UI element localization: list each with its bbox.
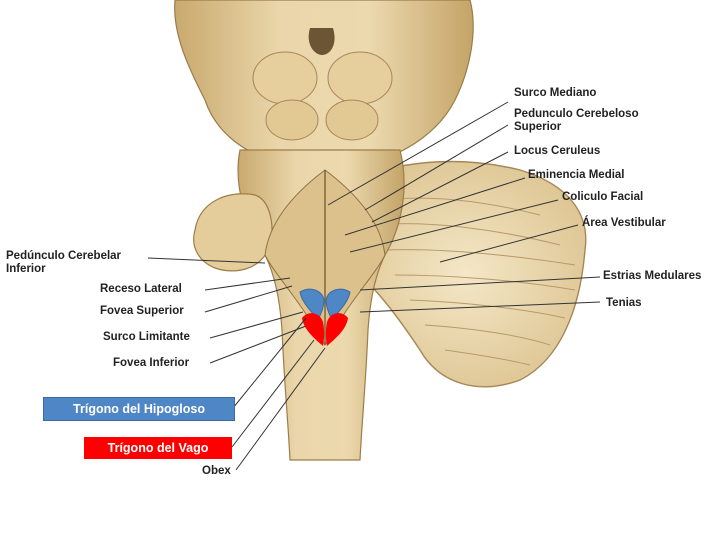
midbrain <box>174 0 474 161</box>
label-receso-lateral: Receso Lateral <box>100 283 182 295</box>
label-estrias-medulares: Estrias Medulares <box>603 270 702 282</box>
label-surco-limitante: Surco Limitante <box>103 331 190 343</box>
vagal-trigone-shape <box>302 313 348 346</box>
colliculus-left-lower <box>265 99 319 141</box>
inferior-peduncle <box>193 193 273 272</box>
label-pedunculo-inferior-line1: Pedúnculo Cerebelar <box>6 250 122 262</box>
hypoglossal-trigone-shape <box>299 288 351 321</box>
label-pedunculo-superior-line1: Pedunculo Cerebeloso <box>514 108 639 120</box>
label-surco-mediano: Surco Mediano <box>514 87 597 99</box>
hypoglossal-trigone-label: Trígono del Hipogloso <box>43 397 235 421</box>
label-eminencia-medial: Eminencia Medial <box>528 169 625 181</box>
colliculus-left <box>252 51 318 105</box>
label-pedunculo-inferior: Pedúnculo Cerebelar Inferior <box>6 250 121 276</box>
label-pedunculo-superior: Pedunculo Cerebeloso Superior <box>514 108 639 134</box>
label-obex: Obex <box>202 465 231 477</box>
label-fovea-superior: Fovea Superior <box>100 305 184 317</box>
pineal-recess <box>308 28 335 55</box>
vagal-trigone-label: Trígono del Vago <box>84 437 232 459</box>
colliculus-right <box>327 51 393 105</box>
label-coliculo-facial: Coliculo Facial <box>562 191 644 203</box>
label-pedunculo-superior-line2: Superior <box>514 121 562 133</box>
label-tenias: Tenias <box>606 297 642 309</box>
label-locus-ceruleus: Locus Ceruleus <box>514 145 601 157</box>
label-area-vestibular: Área Vestibular <box>582 217 666 229</box>
colliculus-right-lower <box>325 99 379 141</box>
cerebellum-folia <box>374 197 576 366</box>
label-fovea-inferior: Fovea Inferior <box>113 357 190 369</box>
leader-lines <box>147 101 601 471</box>
label-pedunculo-inferior-line2: Inferior <box>6 263 46 275</box>
